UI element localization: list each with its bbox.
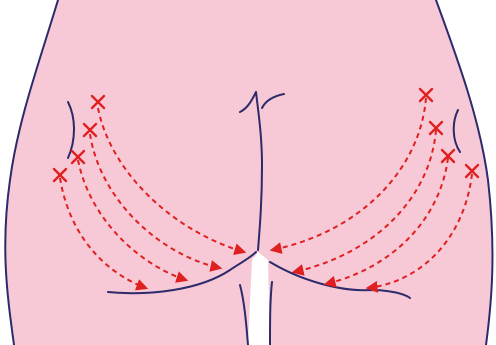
body-silhouette [5, 0, 492, 345]
